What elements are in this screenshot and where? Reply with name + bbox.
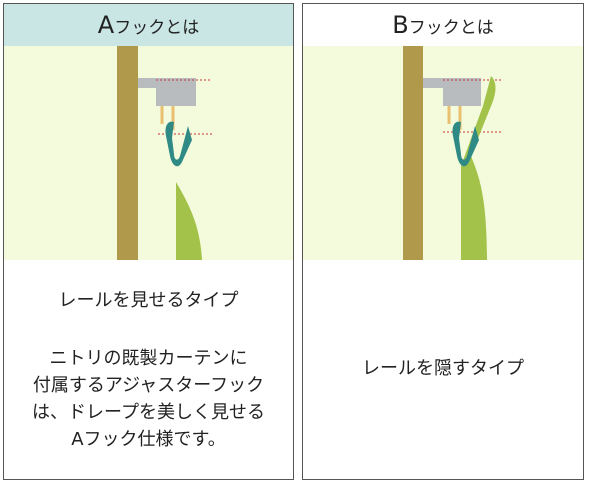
- description-line: Aフック仕様です。: [71, 429, 226, 450]
- panel-a-title-letter: A: [97, 11, 115, 39]
- wall: [403, 46, 423, 260]
- panel-a-description: ニトリの既製カーテンに 付属するアジャスターフック は、ドレープを美しく見せる …: [4, 345, 293, 453]
- curtain-rail: [156, 78, 196, 106]
- hook: [452, 121, 479, 167]
- panel-b-title-text: フックとは: [408, 17, 494, 38]
- panel-a-summary: レールを見せるタイプ: [58, 290, 239, 311]
- curtain: [461, 76, 496, 260]
- panel-b-illustration: [303, 46, 583, 260]
- panel-b-summary: レールを隠すタイプ: [362, 358, 524, 379]
- wall: [117, 46, 138, 260]
- description-line: は、ドレープを美しく見せる: [32, 402, 265, 423]
- description-line: 付属するアジャスターフック: [32, 375, 265, 396]
- curtain-rail: [443, 78, 481, 106]
- panel-b-title-letter: B: [392, 11, 409, 39]
- hook: [165, 121, 192, 167]
- panel-a-illustration: [4, 46, 293, 260]
- curtain: [176, 182, 202, 260]
- panel-a-title-text: フックとは: [114, 17, 200, 38]
- a-hook-diagram: [4, 46, 293, 260]
- rail-bracket: [138, 78, 156, 88]
- description-line: ニトリの既製カーテンに: [49, 348, 248, 369]
- b-hook-diagram: [303, 46, 583, 260]
- rail-bracket: [423, 78, 443, 88]
